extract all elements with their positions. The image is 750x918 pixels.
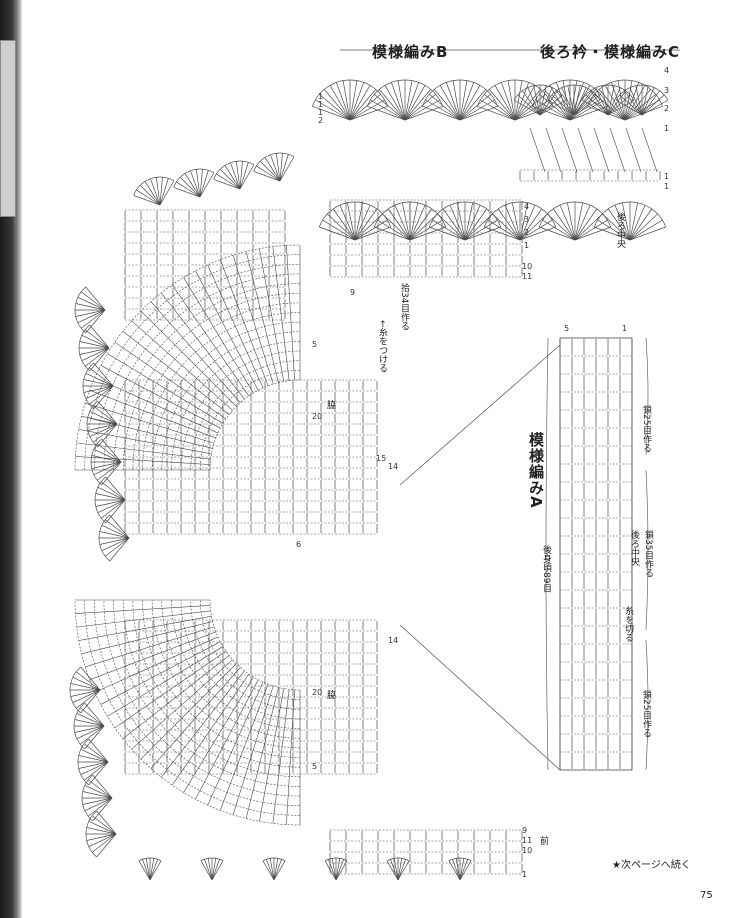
continue-note: ★次ページへ続く: [612, 860, 691, 871]
row-number: 1: [318, 108, 324, 117]
row-number: 1: [664, 182, 670, 191]
row-number: 5: [312, 340, 318, 349]
leader-lines: [340, 49, 680, 771]
row-number: 4: [524, 202, 530, 211]
back-center-note: 後ろ中央: [615, 212, 625, 248]
row-number: 14: [388, 462, 399, 471]
page-tab: [0, 40, 16, 217]
row-number: 10: [522, 846, 533, 855]
chain-35-note: 鎖35目作る: [643, 530, 653, 578]
row-number: 9: [350, 288, 356, 297]
pattern-b-label: 模様編みB: [372, 43, 449, 61]
row-number: 11: [522, 836, 533, 845]
back-89-note: 後身頃89目: [541, 545, 551, 593]
book-binding-shadow: [0, 0, 22, 918]
row-number: 15: [376, 454, 387, 463]
armhole-bottom-note: 脇: [325, 690, 335, 699]
row-number: 2: [664, 104, 670, 113]
row-number: 1: [524, 241, 530, 250]
row-number: 4: [664, 66, 670, 75]
row-number: 11: [522, 272, 533, 281]
collar-chart: [312, 79, 669, 278]
row-number: 1: [318, 92, 324, 101]
row-number: 20: [312, 688, 323, 697]
row-number: 1: [318, 100, 324, 109]
collar-make-note: 拾34目作る: [399, 283, 409, 331]
row-number: 2: [524, 228, 530, 237]
row-number: 3: [524, 215, 530, 224]
chain-25-bottom-note: 鎖25目作る: [641, 690, 651, 738]
row-number: 20: [312, 412, 323, 421]
back-yoke-chart: [74, 152, 378, 562]
row-number: 3: [664, 86, 670, 95]
chain-25-top-note: 鎖25目作る: [641, 405, 651, 453]
row-number: 1: [664, 172, 670, 181]
pattern-a-label: 模様編みA: [527, 432, 545, 509]
pattern-c-label: 後ろ衿・模様編みC: [540, 43, 681, 61]
pattern-a-chart: [559, 337, 633, 771]
back-center-a-note: 後ろ中央: [629, 530, 639, 566]
row-number: 1: [622, 324, 628, 333]
row-number: 6: [296, 540, 302, 549]
page-number: 75: [700, 890, 713, 901]
attach-thread-note: ←糸をつける: [377, 320, 387, 373]
row-number: 1: [522, 870, 528, 879]
row-number: 10: [522, 262, 533, 271]
row-number: 9: [522, 826, 528, 835]
row-number: 5: [312, 762, 318, 771]
front-yoke-chart: [69, 599, 523, 881]
row-number: 1: [664, 124, 670, 133]
row-number: 14: [388, 636, 399, 645]
row-number: 2: [318, 116, 324, 125]
row-number: 5: [564, 324, 570, 333]
armhole-top-note: 脇: [325, 400, 335, 409]
cut-thread-note: 糸を切る: [623, 606, 633, 642]
front-note: 前: [538, 836, 548, 845]
